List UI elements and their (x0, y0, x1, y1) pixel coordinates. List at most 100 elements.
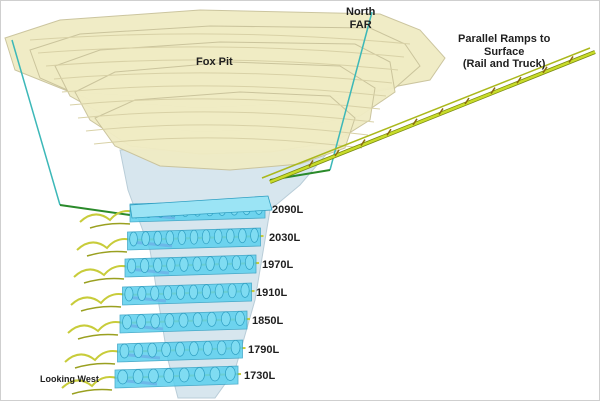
level-label-1790: 1790L (248, 344, 280, 356)
parallel-ramps (261, 47, 596, 184)
pit-bench-line-6 (69, 98, 381, 110)
pit-bench-line-8 (85, 124, 369, 136)
level-drift-1730L (61, 373, 242, 389)
level-drift-spur-1910L (80, 305, 122, 312)
stope-1970L-5 (179, 257, 189, 272)
stope-1790L-3 (147, 342, 158, 358)
pit-bench-line-2 (37, 46, 405, 58)
level-drift-2090L (79, 207, 269, 223)
level-drift-1850L (67, 318, 251, 334)
ramp-tick-6 (438, 107, 444, 115)
ramp-tick-2 (334, 149, 340, 157)
stope-1850L-6 (192, 312, 203, 328)
stope-band-1730L (114, 365, 239, 389)
level-drift-spur-1850L (77, 333, 119, 340)
stope-1790L-2 (133, 343, 144, 358)
stope-2030L-11 (250, 228, 259, 243)
stope-1790L-8 (216, 340, 227, 356)
level-label-1730: 1730L (244, 370, 276, 382)
stope-1910L-3 (150, 285, 160, 301)
ramps-line3: (Rail and Truck) (462, 58, 546, 71)
stope-1910L-8 (214, 283, 224, 299)
stope-1910L-10 (240, 283, 250, 298)
stope-1910L-7 (201, 284, 211, 299)
stope-2030L-2 (141, 231, 150, 246)
stope-1850L-7 (206, 311, 217, 327)
ramp-rail (261, 47, 591, 179)
stope-1850L-4 (164, 313, 175, 329)
pit-bench-line-1 (29, 33, 411, 45)
stope-1730L-7 (209, 366, 221, 382)
level-drift-spur-1970L (83, 277, 125, 284)
level-drift-spur-2090L (89, 222, 131, 229)
pit-bench-line-7 (77, 111, 375, 123)
level-drift-1970L (73, 262, 260, 278)
stope-1910L-5 (176, 285, 186, 300)
level-label-1910: 1910L (256, 287, 288, 299)
ramp-tick-4 (386, 128, 392, 136)
stope-1970L-3 (153, 257, 163, 273)
stope-1970L-8 (218, 255, 228, 271)
stope-1730L-1 (117, 369, 128, 385)
stope-2030L-9 (226, 228, 235, 244)
stope-1970L-7 (205, 256, 215, 271)
ramp-tick-10 (542, 66, 548, 74)
pit-bench-5 (94, 91, 356, 171)
ramp-tick-3 (360, 139, 366, 147)
fox-pit-surface (4, 9, 446, 171)
stope-2030L-8 (213, 229, 223, 244)
level-drift-spur-1790L (74, 362, 116, 369)
north-far-line2: FAR (349, 18, 372, 31)
raise-west (11, 39, 61, 206)
pit-bench-line-4 (53, 72, 393, 84)
stope-1910L-9 (227, 283, 237, 299)
stope-1730L-2 (132, 369, 144, 384)
stope-1970L-10 (244, 255, 254, 270)
stope-1790L-9 (230, 340, 241, 355)
stope-1850L-2 (136, 314, 147, 329)
stope-1970L-6 (192, 256, 202, 272)
level-drift-1790L (64, 347, 246, 363)
stope-1730L-5 (178, 367, 190, 383)
stope-1910L-4 (163, 285, 173, 301)
stope-2030L-10 (238, 228, 247, 244)
stope-1730L-8 (225, 366, 236, 381)
level-label-1850: 1850L (252, 315, 284, 327)
ramps-line1: Parallel Ramps to (458, 33, 551, 45)
stope-1970L-1 (127, 258, 137, 274)
level-label-2090: 2090L (272, 204, 304, 216)
stope-1850L-9 (235, 311, 245, 326)
stope-1730L-6 (194, 367, 205, 382)
stope-1970L-2 (140, 258, 150, 273)
fox-pit-label: Fox Pit (196, 56, 233, 68)
stope-2030L-7 (201, 229, 211, 245)
stope-1790L-4 (161, 342, 171, 358)
stope-1850L-8 (220, 311, 231, 327)
stope-1910L-1 (124, 286, 134, 302)
level-drift-spur-1730L (71, 388, 113, 395)
level-drift-2030L (76, 235, 264, 251)
ramp-tick-8 (490, 87, 496, 95)
stope-1910L-6 (188, 284, 198, 300)
north-far-line1: North (346, 6, 376, 18)
stope-1790L-5 (175, 341, 185, 357)
pit-bench-line-9 (93, 137, 363, 149)
stope-1790L-7 (202, 340, 213, 356)
raise-north-far (329, 11, 373, 171)
ramps-line2: Surface (483, 45, 525, 58)
level-drift-spur-2030L (86, 250, 128, 257)
stope-1790L-6 (189, 341, 199, 357)
stope-1850L-3 (150, 313, 161, 329)
ramp-tick-11 (568, 55, 574, 63)
stope-2030L-1 (129, 231, 138, 247)
stope-2030L-5 (177, 230, 187, 245)
stope-1970L-4 (166, 257, 176, 273)
level-label-1970: 1970L (262, 259, 294, 271)
ramp-tick-5 (412, 118, 418, 126)
stope-1910L-2 (137, 286, 147, 301)
stope-1850L-1 (122, 314, 132, 330)
level-drift-1910L (70, 290, 255, 306)
pit-bench-line-3 (45, 59, 399, 71)
view-direction-label: Looking West (40, 374, 99, 384)
